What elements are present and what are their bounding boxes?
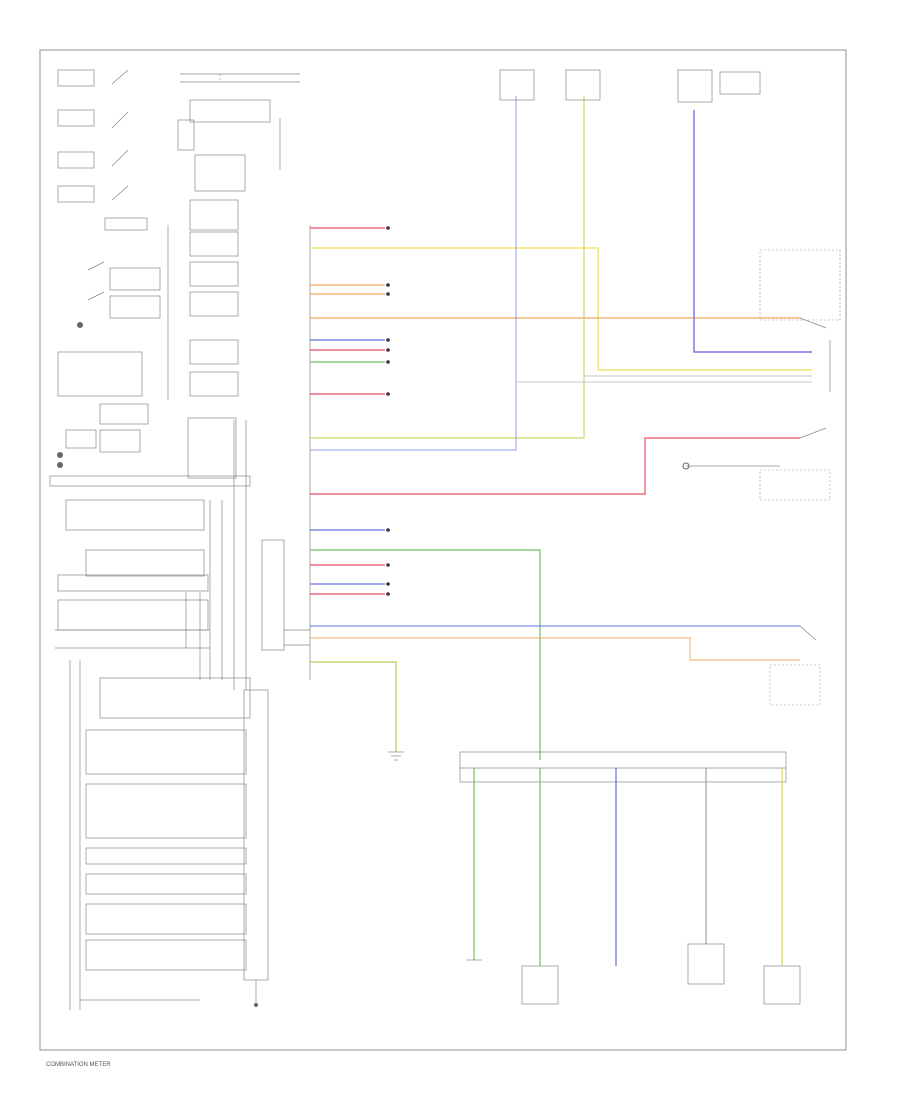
top-connector-a: [499, 69, 535, 101]
switch-row-4: [57, 185, 129, 203]
wire-red-long: [310, 427, 827, 495]
wire-red-top: [310, 226, 390, 230]
diagram-frame: [39, 49, 847, 1051]
meter-sub-boxes: [57, 351, 149, 468]
top-connector-c: [677, 69, 761, 103]
meter-connector-strip: [261, 539, 310, 651]
right-module-top: [759, 249, 841, 392]
wire-orange-long: [310, 317, 827, 329]
switch-row-3: [57, 149, 246, 192]
wire-red-pair-2: [310, 563, 390, 596]
branch-5: [763, 768, 801, 1005]
combination-meter-block: [49, 69, 310, 1010]
wire-orange-pair: [310, 283, 390, 296]
indicator-column: [104, 199, 239, 479]
gauge-stack: [69, 660, 269, 1010]
branch-4: [687, 768, 725, 985]
switch-row-1: [57, 69, 300, 87]
right-module-bottom: [769, 664, 821, 706]
branch-2: [521, 768, 559, 1005]
warning-switches: [77, 261, 161, 328]
wire-orange-long-bottom: [310, 637, 800, 661]
wire-blue-long-bottom: [310, 625, 817, 641]
wire-green-yellow-ground: [310, 661, 404, 761]
ground-symbol-mid: [682, 462, 780, 470]
bottom-bus: [459, 751, 787, 783]
wire-blue-group: [310, 338, 390, 396]
wire-purple-right: [693, 110, 812, 353]
branch-1: [466, 768, 482, 961]
top-connector-b: [565, 69, 601, 101]
wire-gray-right: [516, 375, 812, 383]
right-module-mid: [759, 469, 831, 501]
meter-bus-rows: [49, 420, 251, 690]
wire-yellow-vertical-right: [310, 96, 585, 439]
wire-green-bus: [310, 549, 541, 760]
switch-row-2: [57, 99, 281, 170]
wire-blue-2: [310, 528, 390, 532]
combination-meter-label: COMBINATION METER: [46, 1062, 111, 1068]
wire-blue-vertical: [310, 96, 517, 451]
wire-yellow-long: [310, 247, 812, 371]
